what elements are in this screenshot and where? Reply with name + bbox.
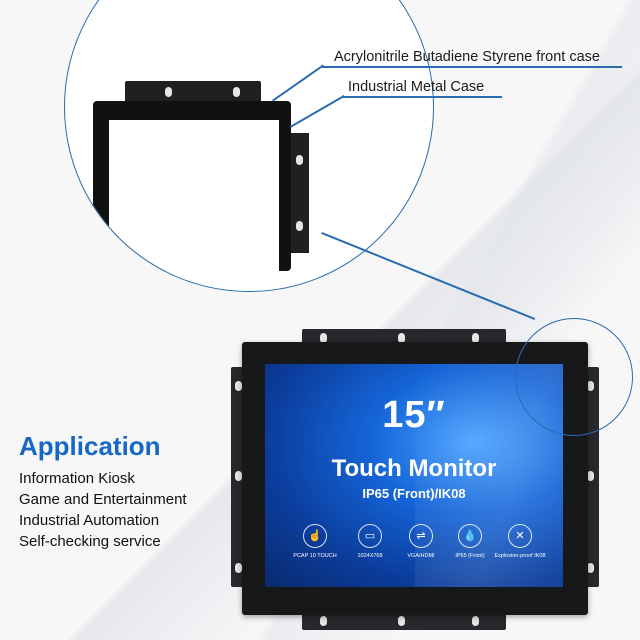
bracket-hole (587, 471, 594, 481)
feature-ports: ⇌ VGA/HDMI (391, 524, 451, 559)
monitor-screen: 15″ Touch Monitor IP65 (Front)/IK08 ☝ PC… (265, 364, 563, 587)
feature-label: 1024X768 (357, 553, 383, 559)
feature-label: Explosion-proof IK08 (494, 553, 546, 559)
bracket-hole (235, 563, 242, 573)
ips-icon: ▭ (358, 524, 382, 548)
touch-icon: ☝ (303, 524, 327, 548)
bracket-hole (398, 333, 405, 343)
feature-touch: ☝ PCAP 10 TOUCH (285, 524, 345, 559)
bracket-hole (472, 333, 479, 343)
water-drop-icon: 💧 (458, 524, 482, 548)
callout-metal-case: Industrial Metal Case (348, 79, 485, 95)
feature-label: IP65 (Front) (455, 553, 485, 559)
application-heading: Application (19, 431, 161, 461)
zoom-mounting-bracket-top (125, 81, 261, 103)
bracket-hole (320, 333, 327, 343)
application-item: Game and Entertainment (19, 491, 187, 508)
bracket-hole (472, 616, 479, 626)
bracket-hole (296, 155, 303, 165)
screen-subtitle: IP65 (Front)/IK08 (362, 486, 466, 501)
zoom-marker-circle (515, 318, 633, 436)
application-item: Self-checking service (19, 533, 161, 550)
zoom-screen-area (109, 120, 279, 280)
feature-ip65: 💧 IP65 (Front) (440, 524, 500, 559)
feature-label: PCAP 10 TOUCH (293, 553, 337, 559)
explosion-proof-icon: ✕ (508, 524, 532, 548)
zoom-detail-circle (64, 0, 434, 292)
ports-icon: ⇌ (409, 524, 433, 548)
zoom-mounting-bracket-side (291, 133, 309, 253)
bracket-hole (398, 616, 405, 626)
bracket-hole (296, 221, 303, 231)
mounting-bracket-bottom (302, 612, 506, 630)
application-item: Industrial Automation (19, 512, 160, 529)
bracket-hole (587, 563, 594, 573)
callout-underline-front-case (322, 66, 622, 68)
callout-front-case: Acrylonitrile Butadiene Styrene front ca… (334, 49, 600, 65)
feature-label: VGA/HDMI (407, 553, 435, 559)
bracket-hole (165, 87, 172, 97)
bracket-hole (320, 616, 327, 626)
screen-title: Touch Monitor (331, 455, 497, 482)
feature-resolution: ▭ 1024X768 (340, 524, 400, 559)
bracket-hole (233, 87, 240, 97)
bracket-hole (235, 381, 242, 391)
bracket-hole (235, 471, 242, 481)
callout-underline-metal-case (342, 96, 502, 98)
feature-explosion-proof: ✕ Explosion-proof IK08 (490, 524, 550, 559)
screen-size-label: 15″ (382, 394, 446, 436)
application-item: Information Kiosk (19, 470, 135, 487)
